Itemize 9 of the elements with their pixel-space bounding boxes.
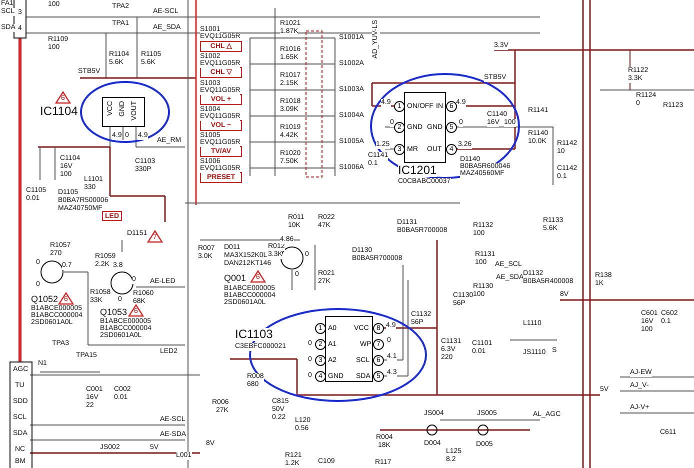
ic-body [102, 97, 145, 127]
ic-designation: IC1201 [398, 164, 437, 177]
ic-body [325, 316, 373, 382]
transistor-designation: Q1052 [31, 294, 58, 304]
ic-designation: IC1103 [235, 328, 273, 341]
ic-body [404, 92, 446, 163]
transistor-designation: Q1053 [100, 307, 128, 317]
transistor-designation: Q001 [224, 273, 246, 283]
ic-designation: IC1104 [40, 105, 78, 118]
